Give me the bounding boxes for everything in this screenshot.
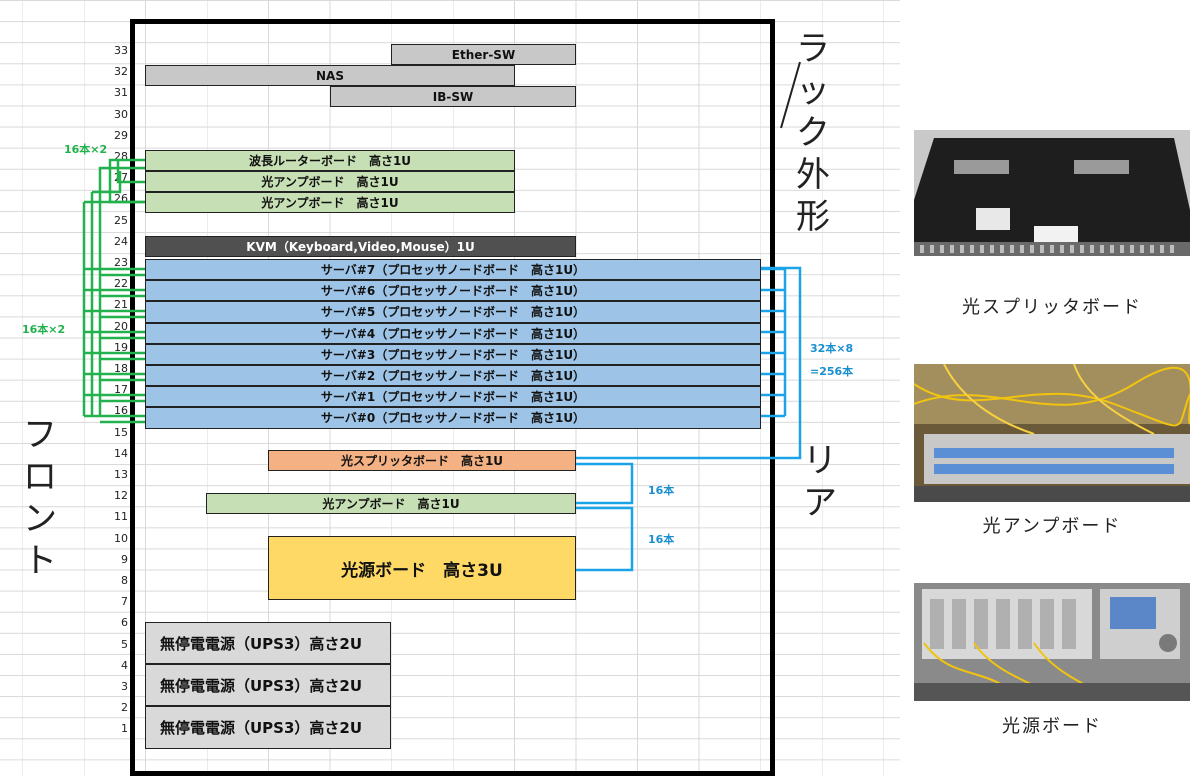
rack-unit-number: 9: [121, 552, 128, 566]
server-board[interactable]: サーバ#3（プロセッサノードボード 高さ1U）: [145, 343, 761, 365]
green-cable-count-left: 16本×2: [22, 323, 66, 336]
optical-amp-board-a[interactable]: 光アンプボード 高さ1U: [145, 171, 515, 192]
rack-unit-number: 4: [121, 658, 128, 672]
server-board[interactable]: サーバ#1（プロセッサノードボード 高さ1U）: [145, 386, 761, 408]
optical-splitter-caption: 光スプリッタボード: [962, 297, 1142, 318]
green-cable: [92, 171, 122, 194]
rack-unit-number: 21: [114, 298, 128, 312]
optical-amp-photo: [914, 364, 1190, 502]
green-cable-group: [82, 158, 145, 424]
server-board[interactable]: サーバ#5（プロセッサノードボード 高さ1U）: [145, 301, 761, 323]
ups-unit-2[interactable]: 無停電電源（UPS3）高さ2U: [145, 664, 391, 706]
optical-amp-caption: 光アンプボード: [982, 516, 1122, 537]
rack-unit-number: 25: [114, 213, 128, 227]
rack-unit-number: 24: [114, 234, 128, 248]
rack-unit-number: 23: [114, 256, 128, 269]
server-board[interactable]: サーバ#7（プロセッサノードボード 高さ1U）: [145, 259, 761, 281]
rack-unit-number: 11: [114, 510, 128, 524]
rack-unit-number: 2: [121, 701, 128, 715]
server-board[interactable]: サーバ#2（プロセッサノードボード 高さ1U）: [145, 365, 761, 387]
rack-unit-number: 10: [114, 531, 128, 545]
light-source-photo: [914, 583, 1190, 701]
wavelength-router-board[interactable]: 波長ルーターボード 高さ1U: [145, 150, 515, 171]
light-source-board[interactable]: 光源ボード 高さ3U: [268, 536, 576, 600]
green-cable: [116, 160, 145, 184]
cable-wiring: [82, 61, 802, 572]
optical-amp-board-b[interactable]: 光アンプボード 高さ1U: [145, 192, 515, 213]
ups-unit-1[interactable]: 無停電電源（UPS3）高さ2U: [145, 622, 391, 664]
ups-unit-3[interactable]: 無停電電源（UPS3）高さ2U: [145, 706, 391, 749]
rack-unit-number: 18: [114, 362, 128, 375]
rack-unit-number: 17: [114, 383, 128, 397]
rack-unit-number: 19: [114, 340, 128, 354]
rack-unit-number: 32: [114, 65, 128, 79]
rack-unit-number: 29: [114, 128, 128, 142]
rack-unit-number: 6: [121, 616, 128, 630]
rack-unit-number: 12: [114, 489, 128, 503]
rack-unit-number: 1: [121, 722, 128, 736]
blue-cable-count-servers: 32本×8: [810, 342, 854, 355]
kvm-board[interactable]: KVM（Keyboard,Video,Mouse）1U: [145, 236, 576, 257]
ib-sw-board[interactable]: IB-SW: [330, 86, 576, 107]
rear-label: リア: [803, 441, 837, 523]
blue-cable: [576, 506, 634, 572]
green-cable-count-top: 16本×2: [64, 143, 108, 156]
optical-splitter-board[interactable]: 光スプリッタボード 高さ1U: [268, 450, 576, 471]
blue-cable-total: =256本: [810, 365, 854, 378]
server-board[interactable]: サーバ#4（プロセッサノードボード 高さ1U）: [145, 322, 761, 344]
rack-unit-number: 13: [114, 468, 128, 481]
rack-unit-number: 7: [121, 595, 128, 609]
rack-unit-number: 20: [114, 319, 128, 333]
rack-unit-number: 31: [114, 86, 128, 100]
rack-outline: [130, 19, 775, 776]
rack-unit-number: 8: [121, 574, 128, 587]
blue-cable-count-splitter: 16本: [648, 484, 675, 497]
rack-label-pointer: [780, 61, 801, 129]
rack-unit-number: 15: [114, 425, 128, 439]
blue-cable-group: [576, 266, 802, 572]
rack-unit-number: 14: [114, 446, 128, 460]
green-cable: [98, 166, 145, 176]
server-board[interactable]: サーバ#0（プロセッサノードボード 高さ1U）: [145, 407, 761, 429]
rack-outline-label: ラック外形: [796, 29, 830, 237]
rack-unit-number: 5: [121, 637, 128, 651]
nas-board[interactable]: NAS: [145, 65, 515, 86]
blue-cable-count-source: 16本: [648, 533, 675, 546]
rack-unit-number: 3: [121, 680, 128, 693]
rack-unit-number: 16: [114, 404, 128, 418]
optical-splitter-photo: [914, 130, 1190, 256]
rack-unit-number: 22: [114, 277, 128, 291]
blue-cable: [576, 462, 634, 505]
rack-unit-number: 30: [114, 107, 128, 121]
ether-sw-board[interactable]: Ether-SW: [391, 44, 576, 65]
optical-amp-board-c[interactable]: 光アンプボード 高さ1U: [206, 493, 576, 514]
rack-unit-number: 33: [114, 44, 128, 57]
front-label: フロント: [23, 415, 57, 581]
blue-cable: [576, 266, 802, 460]
light-source-caption: 光源ボード: [1002, 716, 1102, 737]
server-board[interactable]: サーバ#6（プロセッサノードボード 高さ1U）: [145, 280, 761, 302]
